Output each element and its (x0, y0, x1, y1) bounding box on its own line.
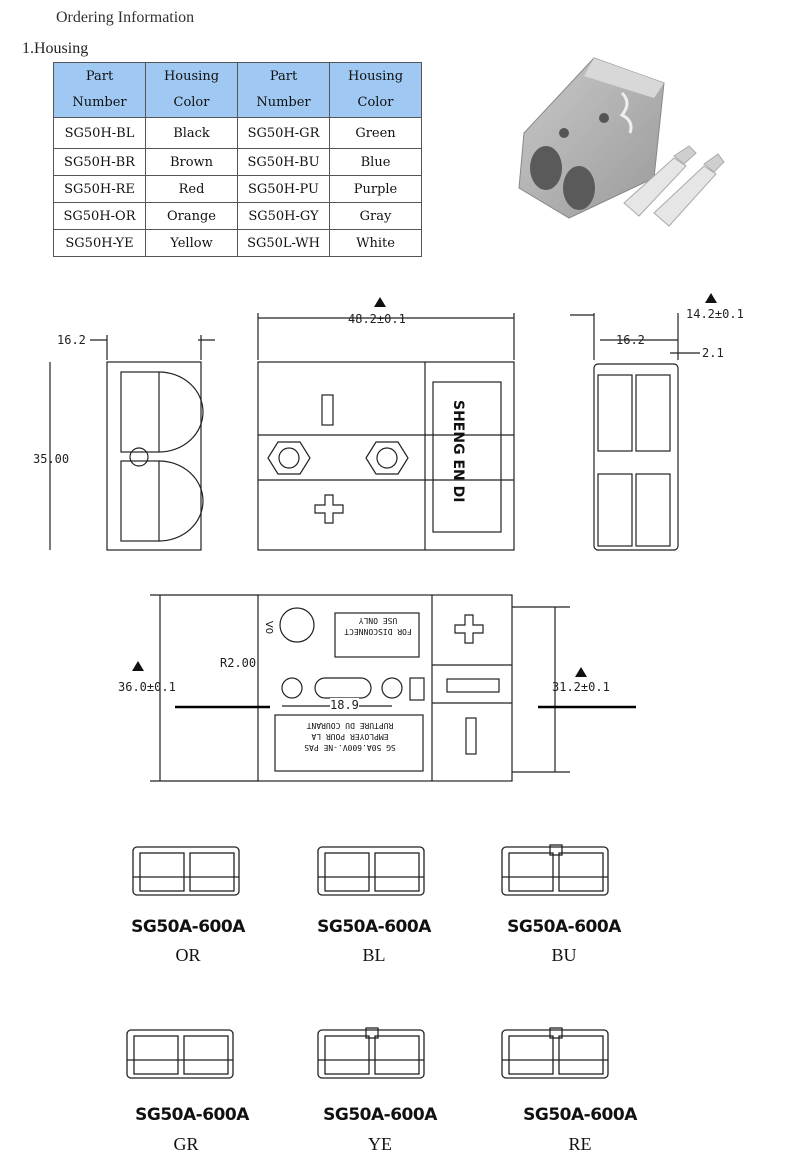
table-cell: Red (145, 175, 238, 203)
table-cell: SG50H-BU (237, 148, 330, 176)
variant-model-bu: SG50A-600A (507, 917, 621, 937)
dim-side-width: 16.2 (57, 333, 86, 347)
ordering-heading: Ordering Information (56, 9, 195, 26)
table-cell: Gray (329, 202, 422, 230)
table-cell: SG50H-PU (237, 175, 330, 203)
table-cell: SG50H-BR (53, 148, 146, 176)
dim-front-radius: R2.00 (220, 656, 257, 670)
variant-code-gr: GR (173, 1134, 199, 1154)
table-cell: Purple (329, 175, 422, 203)
vo-mark: V0 (263, 620, 275, 635)
dim-front-height: 36.0±0.1 (118, 680, 176, 694)
variant-model-or: SG50A-600A (131, 917, 245, 937)
table-cell: Black (145, 117, 238, 149)
table-cell: Yellow (145, 229, 238, 257)
table-cell: Green (329, 117, 422, 149)
dim-front-inner-height: 31.2±0.1 (552, 680, 610, 694)
brand-text: SHENG EN DI (450, 400, 466, 503)
dim-top-width: 48.2±0.1 (348, 312, 406, 326)
connector-photo (504, 38, 756, 260)
dim-hole-spacing: 18.9 (330, 698, 359, 712)
table-cell: SG50H-OR (53, 202, 146, 230)
french-warning-text: SG 50A.600V.-NE PAS EMPLOYER POUR LA RUP… (304, 721, 396, 752)
variant-model-bl: SG50A-600A (317, 917, 431, 937)
table-cell: SG50H-GY (237, 202, 330, 230)
variant-code-bu: BU (551, 945, 577, 965)
variant-code-re: RE (568, 1134, 592, 1154)
variant-code-ye: YE (368, 1134, 392, 1154)
table-cell: White (329, 229, 422, 257)
table-row: SG50H-YE Yellow SG50L-WH White (53, 229, 422, 257)
table-cell: Brown (145, 148, 238, 176)
table-cell: Orange (145, 202, 238, 230)
table-row: SG50H-OR Orange SG50H-GY Gray (53, 202, 422, 230)
dim-right-step: 2.1 (702, 346, 724, 360)
variant-drawings (126, 844, 609, 1079)
table-row: SG50H-BR Brown SG50H-BU Blue (53, 148, 422, 176)
table-cell: SG50H-RE (53, 175, 146, 203)
dim-right-width: 16.2 (616, 333, 645, 347)
connector-views-drawing (49, 293, 717, 551)
dim-right-wall: 14.2±0.1 (686, 307, 744, 321)
table-row: SG50H-RE Red SG50H-PU Purple (53, 175, 422, 203)
housing-section-title: 1.Housing (22, 40, 89, 57)
variant-model-ye: SG50A-600A (323, 1105, 437, 1125)
use-only-text: FOR DISCONNECT USE ONLY (344, 616, 412, 636)
variant-code-or: OR (175, 945, 201, 965)
table-cell: SG50H-YE (53, 229, 146, 257)
dim-height: 35.00 (33, 452, 70, 466)
variant-code-bl: BL (362, 945, 386, 965)
front-view-drawing (132, 594, 636, 782)
table-cell: SG50H-GR (237, 117, 330, 149)
table-cell: SG50H-BL (53, 117, 146, 149)
table-cell: Blue (329, 148, 422, 176)
table-row: SG50H-BL Black SG50H-GR Green (53, 117, 422, 149)
variant-model-gr: SG50A-600A (135, 1105, 249, 1125)
table-cell: SG50L-WH (237, 229, 330, 257)
variant-model-re: SG50A-600A (523, 1105, 637, 1125)
